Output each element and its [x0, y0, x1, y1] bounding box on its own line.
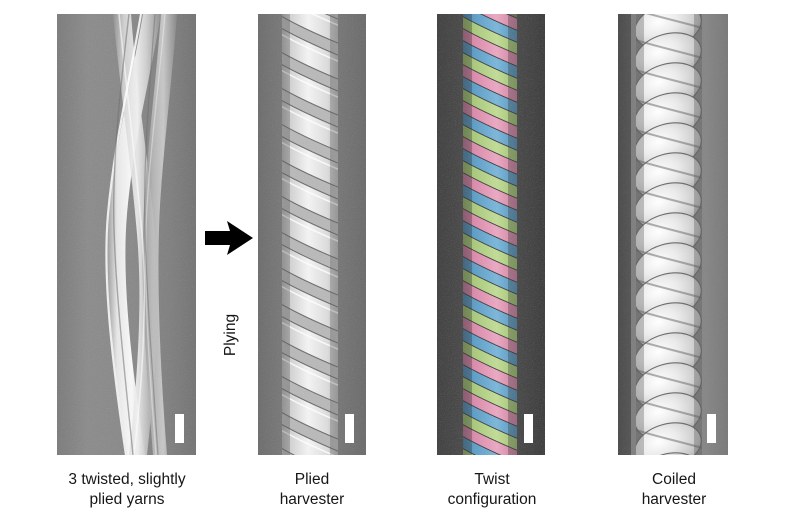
- scale-bar: [524, 414, 533, 443]
- plying-label-text: Plying: [222, 313, 239, 357]
- scale-bar: [707, 414, 716, 443]
- sem-image-coiled-harvester: [618, 14, 728, 455]
- caption-twist-configuration: Twist configuration: [447, 471, 537, 508]
- caption-twisted-plied-yarns: 3 twisted, slightly plied yarns: [68, 471, 186, 508]
- sem-image-twisted-plied-yarns: [57, 14, 196, 455]
- panel-twisted-plied-yarns: [57, 14, 196, 455]
- panel-twist-configuration: [437, 14, 545, 455]
- panel-plied-harvester: [258, 14, 366, 455]
- plying-arrow: [203, 218, 255, 258]
- sem-image-twist-configuration: [437, 14, 545, 455]
- caption-plied-harvester: Plied harvester: [279, 471, 345, 508]
- right-arrow-icon: [205, 221, 253, 255]
- scale-bar: [345, 414, 354, 443]
- sem-image-plied-harvester: [258, 14, 366, 455]
- scale-bar: [175, 414, 184, 443]
- caption-coiled-harvester: Coiled harvester: [641, 471, 707, 508]
- panel-coiled-harvester: [618, 14, 728, 455]
- plying-label: Plying: [196, 290, 266, 380]
